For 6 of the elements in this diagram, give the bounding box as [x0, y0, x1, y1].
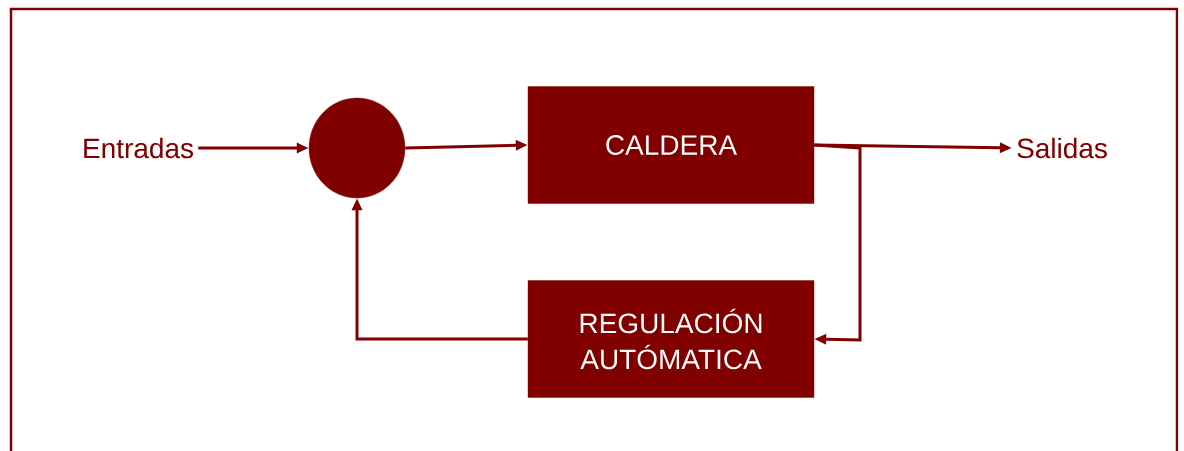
arrow: [814, 143, 862, 345]
input-label: Entradas: [84, 137, 193, 159]
output-label: Salidas: [1017, 137, 1107, 159]
process-box: CALDERA: [527, 86, 815, 204]
controller-box: REGULACIÓN AUTÓMATICA: [527, 280, 815, 398]
summing-junction-circle: [308, 97, 406, 199]
